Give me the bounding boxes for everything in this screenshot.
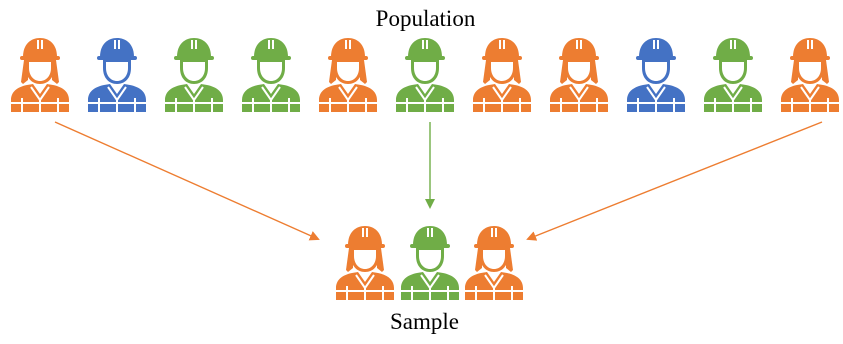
worker-icon [781,38,839,112]
worker-icon [465,226,523,300]
sample-row [336,226,523,300]
population-label: Population [375,6,476,31]
worker-icon [242,38,300,112]
worker-icon [401,226,459,300]
worker-icon [165,38,223,112]
worker-icon [336,226,394,300]
worker-icon [704,38,762,112]
selection-arrow [54,121,320,241]
worker-icon [11,38,69,112]
selection-arrow [526,121,823,241]
sample-label: Sample [390,309,459,334]
worker-icon [88,38,146,112]
worker-icon [627,38,685,112]
worker-icon [319,38,377,112]
selection-arrows [54,121,823,241]
population-row [11,38,839,112]
worker-icon [550,38,608,112]
worker-icon [396,38,454,112]
worker-icon [473,38,531,112]
